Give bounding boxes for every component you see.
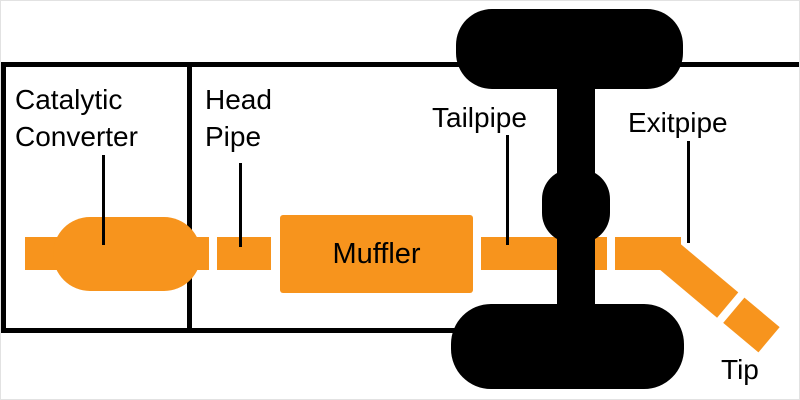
converter-outlet-pipe-shape xyxy=(191,237,209,270)
muffler-shape: Muffler xyxy=(280,215,473,293)
frame-bottom-line xyxy=(1,328,661,333)
tailpipe-leader-line xyxy=(506,135,509,245)
muffler-label: Muffler xyxy=(332,237,421,270)
tip-shape xyxy=(723,297,780,353)
exitpipe-label: Exitpipe xyxy=(628,107,728,138)
head-pipe-shape xyxy=(217,237,271,270)
tip-label: Tip xyxy=(721,354,759,385)
head-pipe-label: Head Pipe xyxy=(205,84,272,152)
head-pipe-leader-line xyxy=(239,163,242,247)
exitpipe-leader-line xyxy=(687,141,690,243)
catalytic-converter-shape xyxy=(53,217,201,291)
exitpipe-bend-segment xyxy=(655,241,739,318)
catalytic-converter-label: Catalytic Converter xyxy=(15,84,138,152)
differential-shape xyxy=(542,169,610,243)
frame-top-line xyxy=(1,62,799,67)
frame-divider-line xyxy=(187,67,192,328)
tailpipe-label: Tailpipe xyxy=(432,102,527,133)
catalytic-converter-leader-line xyxy=(102,155,105,245)
frame-left-line xyxy=(1,62,6,333)
